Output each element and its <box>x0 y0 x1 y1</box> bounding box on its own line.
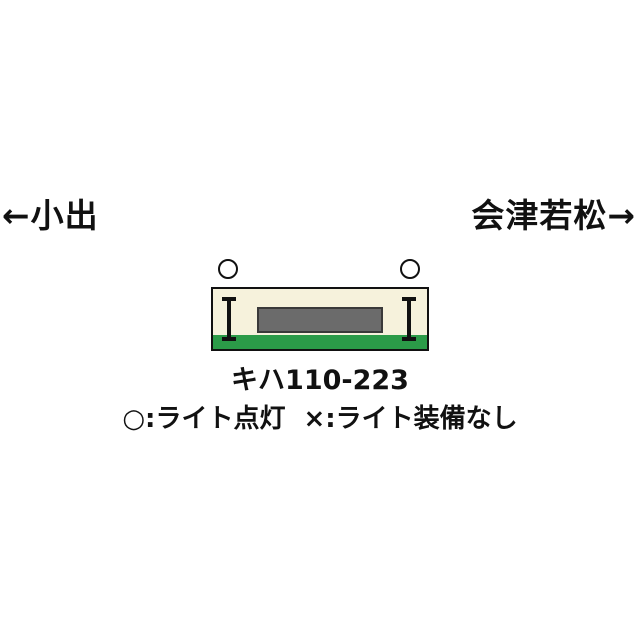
car-number-label: キハ110-223 <box>231 365 409 396</box>
headlight-right-icon <box>400 259 420 279</box>
direction-right-label: 会津若松→ <box>471 196 636 235</box>
direction-left-label: ←小出 <box>2 196 99 235</box>
legend-lit: ○:ライト点灯 <box>122 404 286 434</box>
railcar-diagram <box>211 287 429 351</box>
car-stripe <box>213 335 427 349</box>
car-window <box>257 307 383 333</box>
legend: ○:ライト点灯 ×:ライト装備なし <box>0 402 640 436</box>
door-left-icon <box>222 297 236 341</box>
door-right-icon <box>402 297 416 341</box>
headlight-left-icon <box>218 259 238 279</box>
legend-none: ×:ライト装備なし <box>303 404 518 434</box>
